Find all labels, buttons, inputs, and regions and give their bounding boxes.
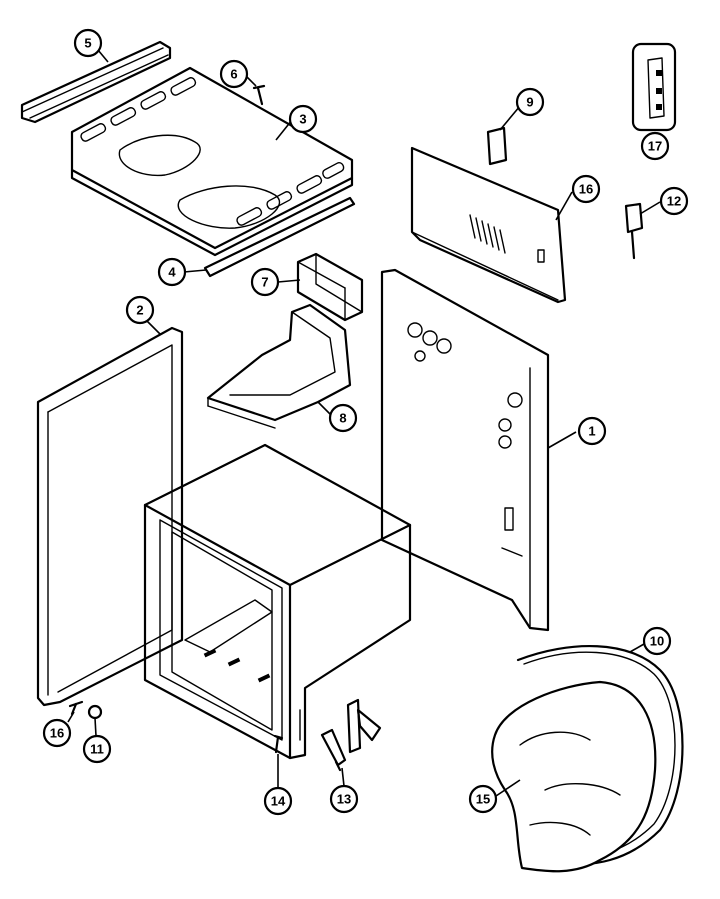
callout-15-label: 15 [476, 792, 490, 807]
callout-2: 2 [125, 295, 155, 325]
part-5-top-rail[interactable] [20, 40, 172, 124]
callout-6: 6 [219, 59, 249, 89]
callout-10: 10 [642, 626, 672, 656]
part-3-top-panel[interactable] [70, 66, 354, 257]
part-12-clip[interactable] [624, 202, 644, 260]
callout-14: 14 [263, 786, 293, 816]
callout-11: 11 [82, 734, 112, 764]
callout-13-label: 13 [337, 792, 351, 807]
callout-12-label: 12 [667, 194, 681, 209]
callout-3-label: 3 [299, 112, 306, 127]
callout-16-upper: 16 [571, 174, 601, 204]
callout-9: 9 [515, 87, 545, 117]
callout-8: 8 [328, 403, 358, 433]
part-16-screw[interactable] [68, 700, 84, 716]
part-2-door[interactable] [36, 326, 184, 707]
callout-4: 4 [157, 257, 187, 287]
callout-16-lower-label: 16 [50, 726, 64, 741]
callout-10-label: 10 [650, 634, 664, 649]
part-8-vent-duct[interactable] [206, 303, 352, 429]
part-1-side-panel[interactable] [380, 268, 550, 632]
callout-3: 3 [288, 104, 318, 134]
callout-14-label: 14 [271, 794, 286, 809]
part-7-vent[interactable] [296, 252, 364, 322]
part-18-back-panel[interactable] [410, 146, 567, 304]
callout-17: 17 [640, 131, 670, 161]
part-6-screw[interactable] [252, 84, 266, 106]
callout-16-lower: 16 [42, 718, 72, 748]
callout-9-label: 9 [526, 95, 533, 110]
part-14-screw[interactable] [273, 734, 284, 754]
callout-16-upper-label: 16 [579, 182, 593, 197]
part-4-bottom-rail[interactable] [203, 196, 356, 278]
callout-6-label: 6 [230, 67, 237, 82]
callout-15: 15 [468, 784, 498, 814]
part-13-hinge[interactable] [320, 698, 382, 772]
oven-cavity[interactable] [143, 443, 412, 760]
callout-5: 5 [73, 28, 103, 58]
callout-5-label: 5 [84, 36, 91, 51]
callout-13: 13 [329, 784, 359, 814]
callout-17-label: 17 [648, 139, 662, 154]
callout-2-label: 2 [136, 303, 143, 318]
callout-11-label: 11 [90, 742, 104, 757]
part-11-plug[interactable] [87, 704, 103, 720]
part-17-connector[interactable] [631, 42, 677, 132]
callout-7-label: 7 [261, 275, 268, 290]
part-15-insulation[interactable] [491, 680, 657, 873]
callout-1-label: 1 [588, 424, 595, 439]
part-9-plate[interactable] [486, 126, 508, 166]
callout-1: 1 [577, 416, 607, 446]
callout-12: 12 [659, 186, 689, 216]
leader-lines [67, 49, 661, 797]
callout-7: 7 [250, 267, 280, 297]
callout-4-label: 4 [168, 265, 176, 280]
callout-8-label: 8 [339, 411, 346, 426]
